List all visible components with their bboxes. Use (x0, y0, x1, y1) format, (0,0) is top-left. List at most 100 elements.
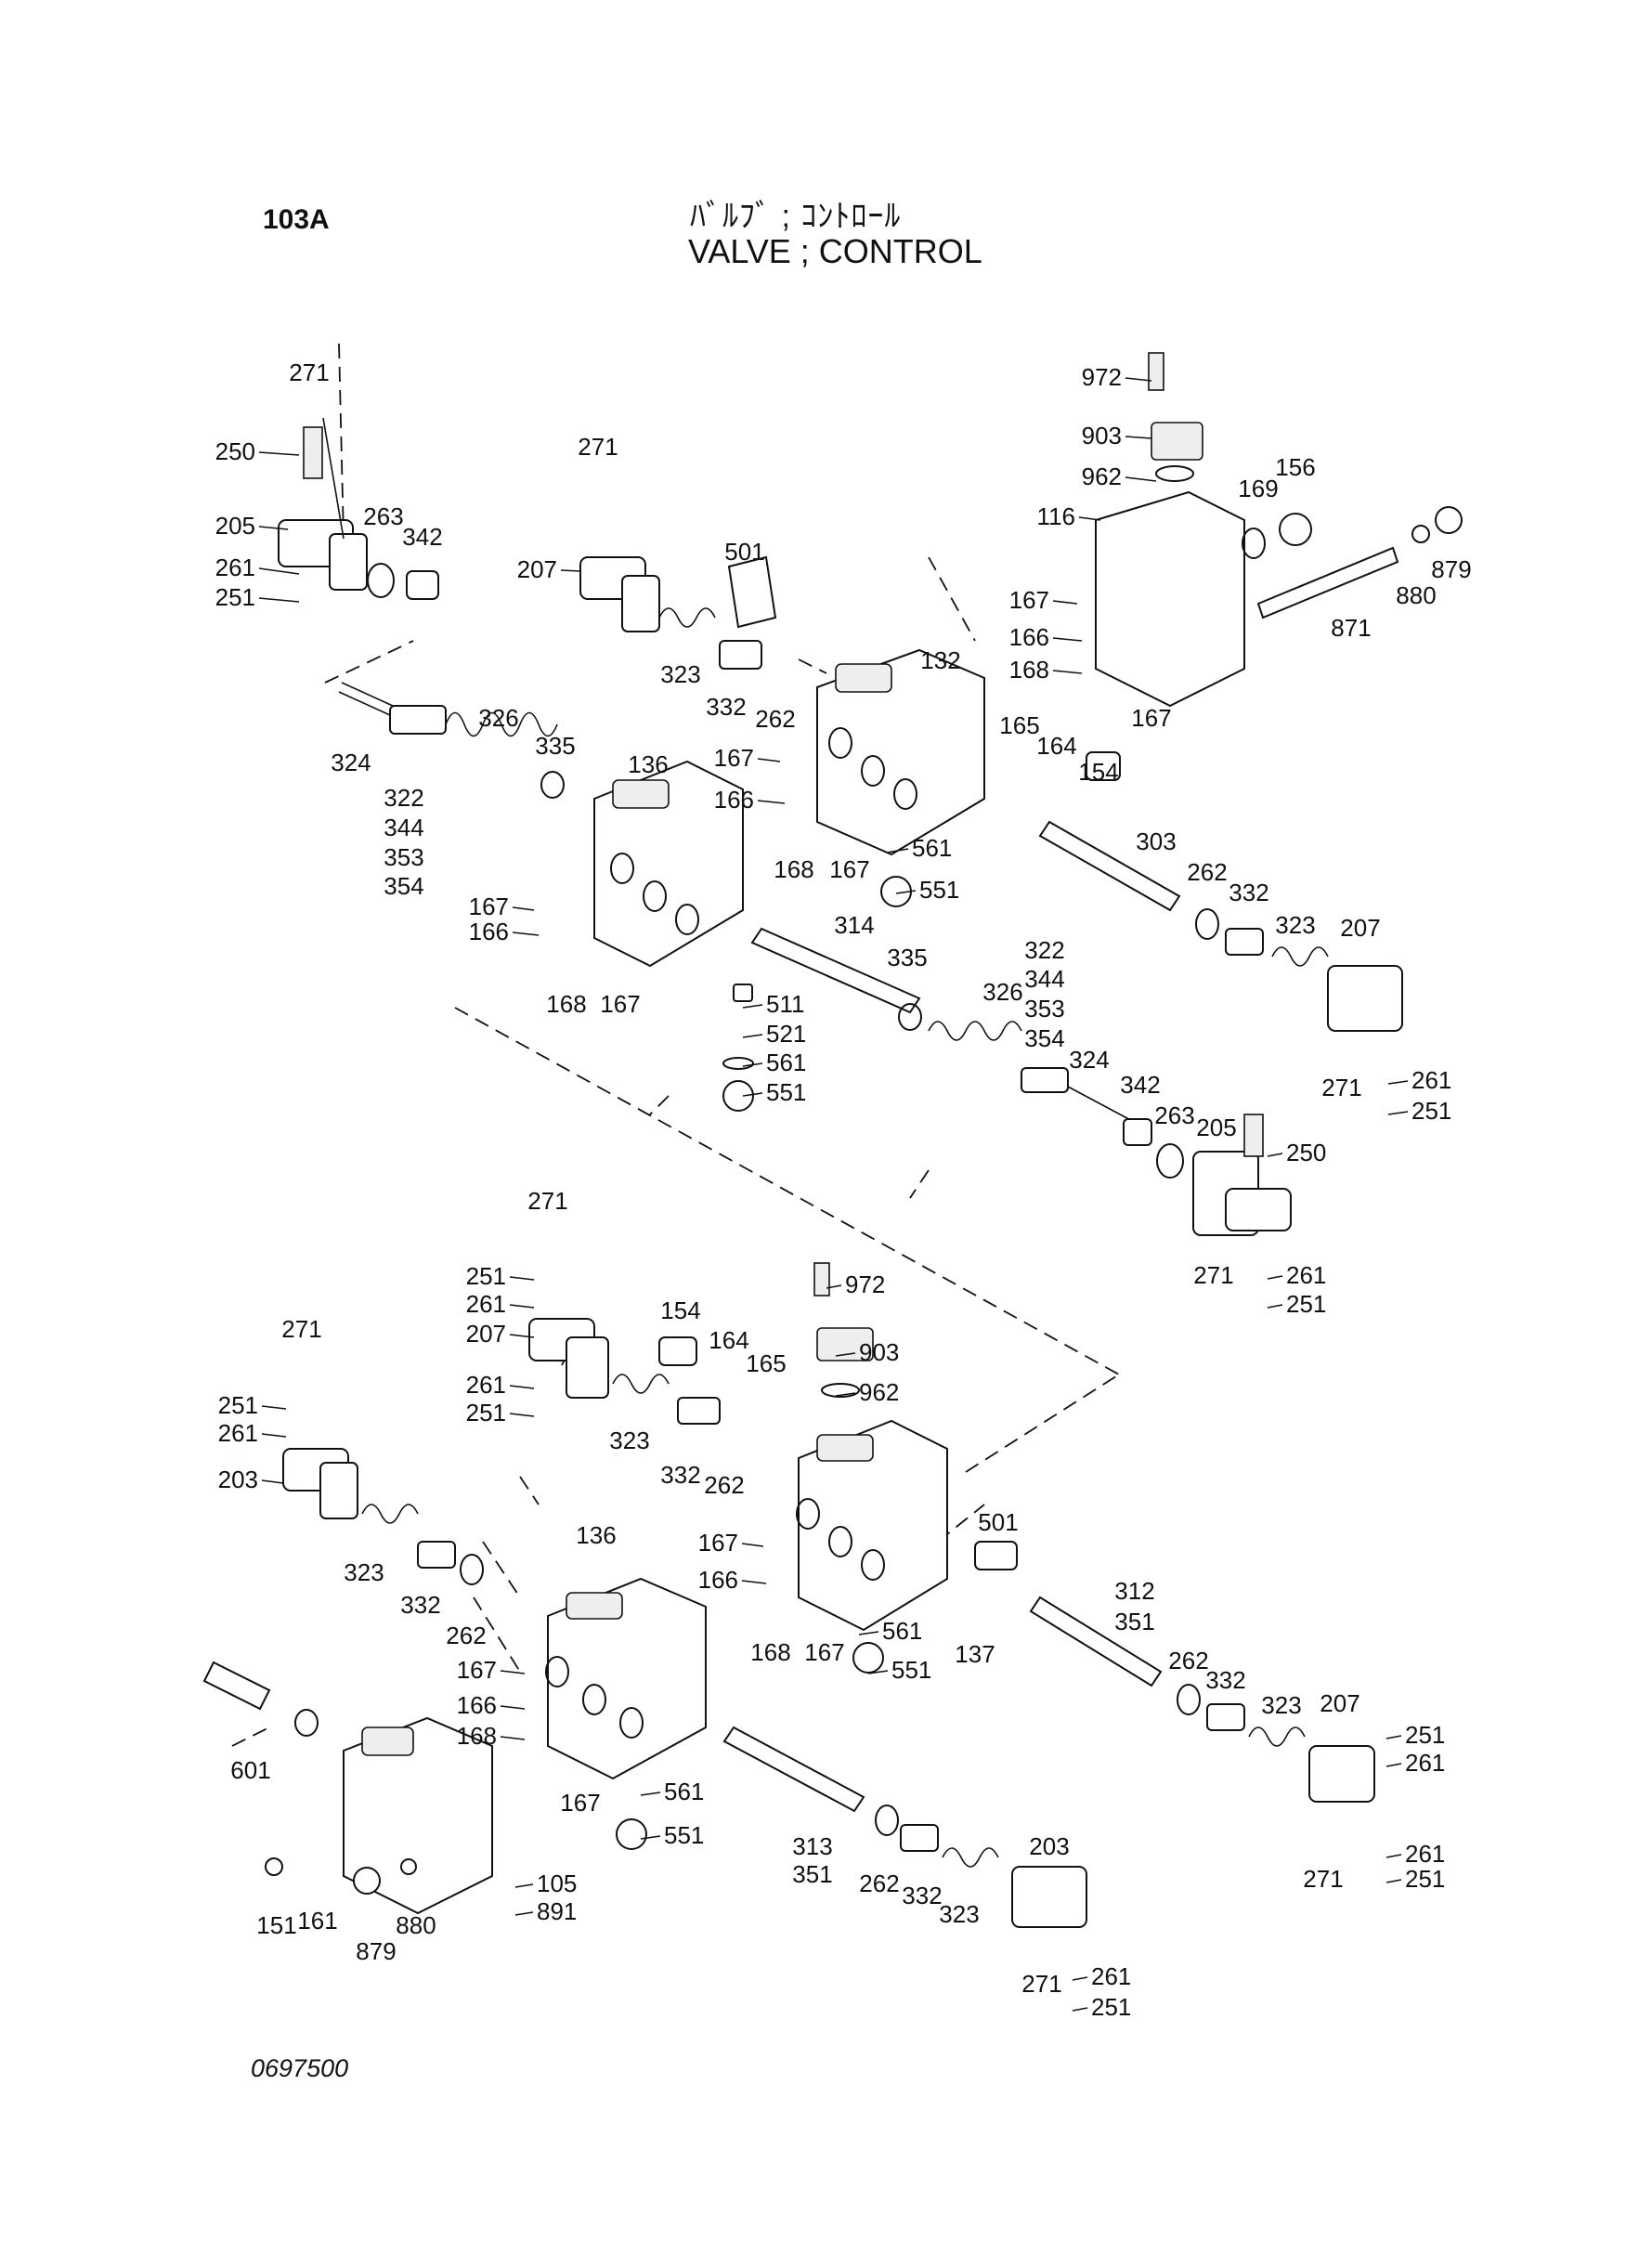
callout-271: 271 (1303, 1865, 1343, 1893)
callout-167: 167 (829, 855, 869, 883)
leader-line-551 (742, 1092, 763, 1097)
callout-972: 972 (1082, 363, 1122, 391)
leader-line-251 (1387, 1111, 1409, 1115)
callout-262: 262 (1168, 1647, 1208, 1674)
callout-313: 313 (792, 1832, 832, 1860)
leader-line-972 (826, 1284, 842, 1289)
callout-312: 312 (1114, 1577, 1154, 1605)
callout-165: 165 (999, 711, 1039, 739)
callout-323: 323 (939, 1900, 979, 1928)
leader-line-167 (512, 906, 535, 911)
callout-166: 166 (457, 1691, 497, 1719)
callout-871: 871 (1331, 614, 1371, 642)
callout-551: 551 (919, 876, 959, 904)
leader-line-561 (886, 848, 909, 853)
callout-972: 972 (845, 1270, 885, 1298)
leader-line-251 (1267, 1304, 1283, 1309)
callout-324: 324 (1069, 1046, 1109, 1074)
callout-323: 323 (609, 1427, 649, 1454)
callout-332: 332 (1205, 1666, 1245, 1694)
callout-551: 551 (664, 1821, 704, 1849)
leader-line-166 (500, 1705, 526, 1710)
callout-105: 105 (537, 1870, 577, 1897)
callout-271: 271 (578, 433, 618, 461)
callout-207: 207 (517, 555, 557, 583)
valve-section-132 (719, 555, 985, 856)
callout-251: 251 (1411, 1097, 1451, 1125)
callout-251: 251 (218, 1391, 258, 1419)
callout-168: 168 (750, 1638, 790, 1666)
callout-165: 165 (746, 1349, 786, 1377)
callout-203: 203 (218, 1466, 258, 1493)
callout-151: 151 (256, 1911, 296, 1939)
leader-line-551 (867, 1670, 889, 1674)
leader-line-511 (742, 1004, 763, 1009)
callout-132: 132 (920, 646, 960, 674)
callout-207: 207 (466, 1320, 506, 1348)
callout-169: 169 (1238, 475, 1278, 502)
callout-168: 168 (457, 1722, 497, 1750)
leader-line-207 (560, 569, 581, 572)
inlet-housing-116 (1095, 352, 1463, 708)
leader-line-166 (757, 800, 786, 804)
leader-line-903 (1125, 436, 1152, 439)
callout-511: 511 (766, 990, 804, 1018)
leader-line-561 (858, 1631, 879, 1635)
callout-262: 262 (755, 705, 795, 733)
leader-line-116 (1078, 516, 1101, 521)
callout-342: 342 (1120, 1071, 1160, 1099)
callout-251: 251 (1091, 1993, 1131, 2021)
end-cover-207-upper (579, 556, 716, 632)
callout-322: 322 (1024, 936, 1064, 964)
leader-line-261 (1072, 1976, 1088, 1981)
outlet-housing-105 (202, 1661, 493, 1915)
leader-line-962 (1125, 476, 1157, 482)
callout-326: 326 (478, 704, 518, 732)
callout-561: 561 (912, 834, 952, 862)
callout-205: 205 (1196, 1114, 1236, 1141)
callout-521: 521 (766, 1020, 806, 1048)
callout-332: 332 (1229, 879, 1268, 906)
leader-line-962 (835, 1392, 856, 1397)
callout-261: 261 (1405, 1840, 1445, 1868)
callout-262: 262 (446, 1622, 486, 1649)
leader-line-261 (1387, 1080, 1409, 1085)
leader-line-561 (640, 1791, 661, 1796)
callout-168: 168 (774, 855, 813, 883)
callout-167: 167 (698, 1529, 738, 1557)
callout-323: 323 (344, 1558, 384, 1586)
leader-line-168 (1052, 670, 1083, 674)
leader-line-251 (261, 1405, 287, 1410)
spool-322-upper (389, 705, 565, 799)
end-cover-207-lower-mid (528, 1318, 721, 1425)
callout-342: 342 (402, 523, 442, 551)
valve-section-136-upper (593, 760, 744, 968)
leader-line-251 (258, 597, 300, 603)
spool-312 (1029, 1596, 1375, 1803)
callout-161: 161 (297, 1907, 337, 1935)
leader-line-261 (1385, 1763, 1402, 1767)
leader-line-168 (500, 1736, 526, 1740)
callout-353: 353 (384, 843, 423, 871)
callout-903: 903 (1082, 422, 1122, 449)
callout-164: 164 (709, 1326, 748, 1354)
leader-line-167 (1052, 600, 1078, 605)
callout-166: 166 (714, 786, 754, 814)
callout-561: 561 (766, 1049, 806, 1076)
callout-251: 251 (1405, 1721, 1445, 1749)
callout-323: 323 (1261, 1691, 1301, 1719)
leader-line-261 (509, 1304, 535, 1309)
callout-351: 351 (1114, 1608, 1154, 1635)
leader-line-261 (261, 1433, 287, 1438)
callout-351: 351 (792, 1860, 832, 1888)
end-cover-205-upper-left (278, 417, 439, 600)
callout-271: 271 (281, 1315, 321, 1343)
callout-335: 335 (887, 944, 927, 971)
callout-251: 251 (1405, 1865, 1445, 1893)
drawing-number: 0697500 (251, 2054, 349, 2082)
leader-line-205 (258, 526, 289, 530)
end-cover-203-left (282, 1448, 484, 1585)
leader-line-261 (1267, 1275, 1283, 1280)
callout-271: 271 (1321, 1074, 1361, 1101)
